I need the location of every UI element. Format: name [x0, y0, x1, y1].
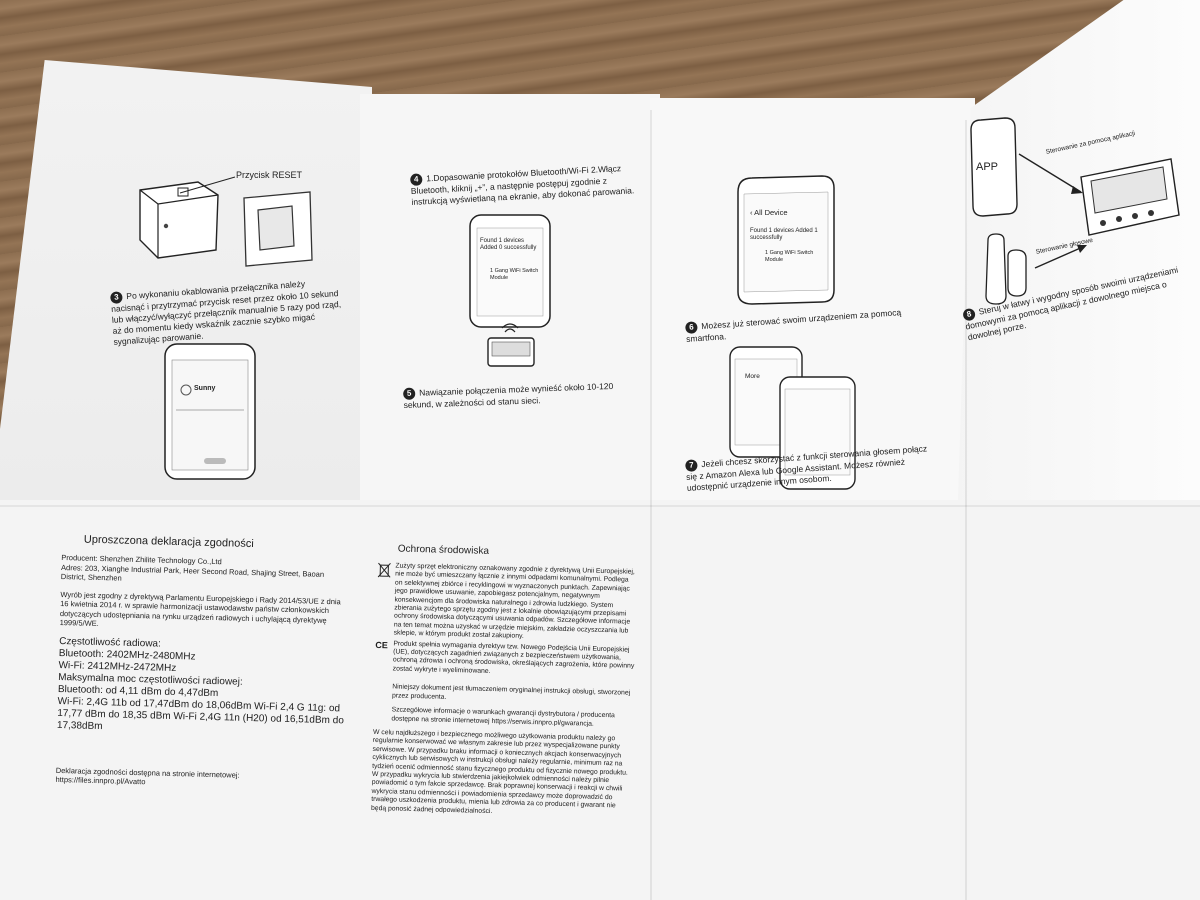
pairing-found-text: Found 1 devices Added 0 successfully	[480, 238, 537, 251]
two-phones-more-menu-illustration	[729, 346, 856, 490]
all-device-title: ‹ All Device	[750, 208, 788, 217]
phone-all-device-illustration	[737, 175, 835, 305]
reset-pointer-line	[179, 176, 236, 194]
environment-para-1: Zużyty sprzęt elektroniczny oznakowany z…	[393, 562, 635, 641]
ce-mark-icon: CE	[375, 639, 388, 650]
smart-speakers-illustration	[985, 233, 1027, 305]
fold-line	[965, 120, 967, 900]
phone-pairing-illustration	[469, 214, 551, 328]
step-3-badge: 3	[110, 291, 123, 304]
power-wifi: Wi-Fi: 2,4G 11b od 17,47dBm do 18,06dBm …	[56, 695, 344, 732]
touch-panel-illustration	[1080, 158, 1180, 236]
all-device-found-text: Found 1 devices Added 1 successfully	[750, 228, 818, 241]
environment-para-3: Niniejszy dokument jest tłumaczeniem ory…	[391, 683, 631, 701]
pairing-device-text: 1 Gang WiFi Switch Module	[490, 268, 539, 281]
module-signal-illustration	[487, 323, 535, 367]
step-5-badge: 5	[403, 387, 416, 400]
all-device-module-text: 1 Gang WiFi Switch Module	[765, 250, 814, 263]
environment-para-2: Produkt spełnia wymagania dyrektyw tzw. …	[392, 640, 635, 675]
arrows-illustration	[1018, 153, 1087, 269]
leaflet-bottom-half	[0, 500, 1200, 900]
fold-line	[0, 505, 1200, 507]
phone-weather-label: Sunny	[194, 385, 216, 392]
environment-para-4: Szczegółowe informacje o warunkach gwara…	[391, 706, 615, 728]
declaration-section: Uproszczona deklaracja zgodności Produce…	[55, 533, 351, 792]
environment-para-5: W celu najdłuższego i bezpiecznego możli…	[370, 728, 628, 815]
fold-line	[650, 110, 652, 900]
app-phone-illustration	[970, 117, 1018, 217]
phone-home-screen-illustration	[164, 343, 256, 480]
declaration-compliance: Wyrób jest zgodny z dyrektywą Parlamentu…	[59, 589, 341, 628]
environment-section: Ochrona środowiska Zużyty sprzęt elektro…	[371, 543, 638, 820]
step-6-badge: 6	[685, 321, 698, 334]
reset-button-label: Przycisk RESET	[236, 170, 303, 180]
wall-switch-illustration	[243, 191, 313, 267]
app-label: APP	[976, 161, 999, 173]
switch-module-illustration	[139, 181, 219, 259]
step-7-badge: 7	[685, 459, 698, 472]
more-menu-title: More	[745, 373, 760, 380]
step-4-badge: 4	[410, 173, 423, 186]
crossed-bin-icon	[377, 562, 391, 578]
